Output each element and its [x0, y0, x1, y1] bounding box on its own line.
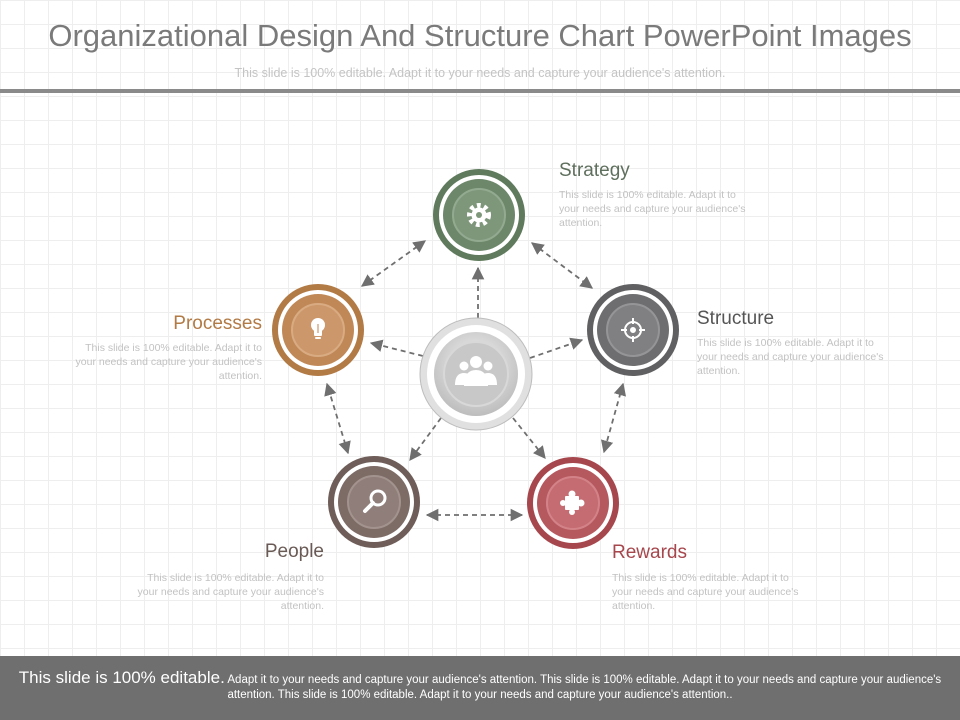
structure-label: Structure: [697, 308, 775, 329]
structure-description: This slide is 100% editable. Adapt it to…: [697, 337, 884, 377]
target-icon: [621, 318, 645, 342]
arrow-people-processes: [324, 382, 351, 455]
puzzle-icon: [560, 490, 585, 515]
magnifier-icon: [363, 489, 387, 513]
lightbulb-icon: [311, 318, 325, 339]
arrow-center-rewards: [512, 417, 546, 459]
rewards-node: [527, 457, 619, 549]
footer-lead: This slide is 100% editable.: [18, 668, 225, 687]
rewards-label: Rewards: [612, 542, 687, 563]
connector-arrows: [324, 240, 627, 522]
slide-title: Organizational Design And Structure Char…: [48, 18, 912, 53]
processes-node: [272, 284, 364, 376]
people-node: [328, 456, 420, 548]
arrow-center-people: [409, 417, 442, 462]
arrow-center-processes: [369, 339, 424, 357]
people-label: People: [264, 541, 324, 562]
footer-banner: This slide is 100% editable. Adapt it to…: [0, 656, 960, 720]
strategy-label: Strategy: [559, 160, 630, 181]
slide-subtitle: This slide is 100% editable. Adapt it to…: [234, 66, 726, 80]
gear-icon: [467, 203, 491, 227]
strategy-node: [433, 169, 525, 261]
strategy-description: This slide is 100% editable. Adapt it to…: [559, 189, 746, 229]
people-description: This slide is 100% editable. Adapt it to…: [137, 572, 324, 612]
processes-label: Processes: [173, 313, 262, 334]
rewards-description: This slide is 100% editable. Adapt it to…: [612, 572, 799, 612]
arrow-center-structure: [529, 337, 584, 359]
people-group-icon: [455, 356, 497, 386]
arrow-strategy-structure: [530, 242, 594, 289]
structure-node: [587, 284, 679, 376]
arrow-structure-rewards: [600, 382, 627, 454]
title-divider: [0, 89, 960, 93]
processes-description: This slide is 100% editable. Adapt it to…: [75, 342, 262, 382]
arrow-processes-strategy: [360, 240, 427, 287]
center-node: [419, 317, 533, 431]
footer-text: Adapt it to your needs and capture your …: [224, 674, 942, 701]
